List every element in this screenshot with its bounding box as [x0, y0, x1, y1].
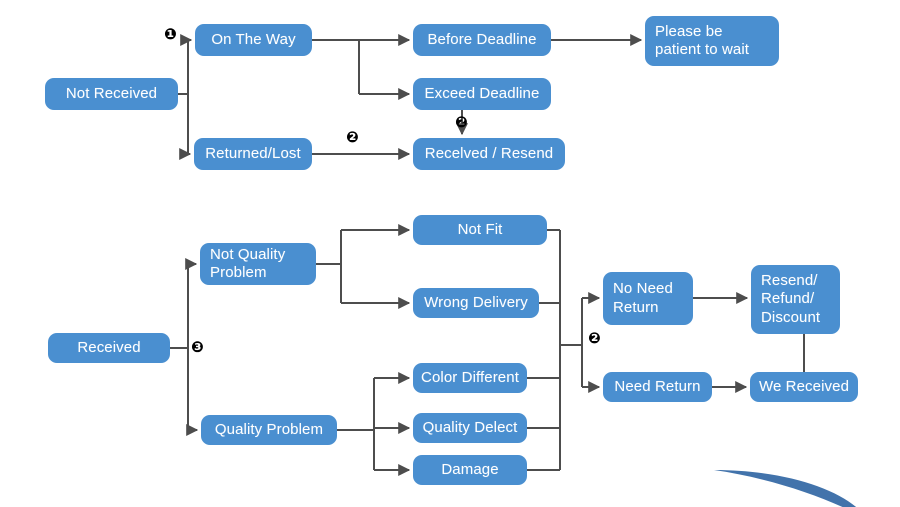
node-not-received[interactable]: Not Received	[45, 78, 178, 110]
node-before-deadline[interactable]: Before Deadline	[413, 24, 551, 56]
node-no-need-return[interactable]: No Need Return	[603, 272, 693, 325]
step-marker-1: ❶	[164, 25, 177, 43]
node-not-fit[interactable]: Not Fit	[413, 215, 547, 245]
node-damage[interactable]: Damage	[413, 455, 527, 485]
node-quality-problem[interactable]: Quality Problem	[201, 415, 337, 445]
node-not-quality-problem[interactable]: Not Quality Problem	[200, 243, 316, 285]
step-marker-2-returned: ❷	[346, 128, 359, 146]
step-marker-3: ❸	[191, 338, 204, 356]
node-quality-delect[interactable]: Quality Delect	[413, 413, 527, 443]
node-we-received[interactable]: We Received	[750, 372, 858, 402]
node-exceed-deadline[interactable]: Exceed Deadline	[413, 78, 551, 110]
node-please-be-patient[interactable]: Please be patient to wait	[645, 16, 779, 66]
node-on-the-way[interactable]: On The Way	[195, 24, 312, 56]
node-resend-refund-discount[interactable]: Resend/ Refund/ Discount	[751, 265, 840, 334]
node-wrong-delivery[interactable]: Wrong Delivery	[413, 288, 539, 318]
step-marker-2-return: ❷	[588, 329, 601, 347]
step-marker-2-exceed: ❷	[455, 113, 468, 131]
node-need-return[interactable]: Need Return	[603, 372, 712, 402]
node-color-different[interactable]: Color Different	[413, 363, 527, 393]
node-received[interactable]: Received	[48, 333, 170, 363]
node-received-resend[interactable]: Recelved / Resend	[413, 138, 565, 170]
node-returned-lost[interactable]: Returned/Lost	[194, 138, 312, 170]
